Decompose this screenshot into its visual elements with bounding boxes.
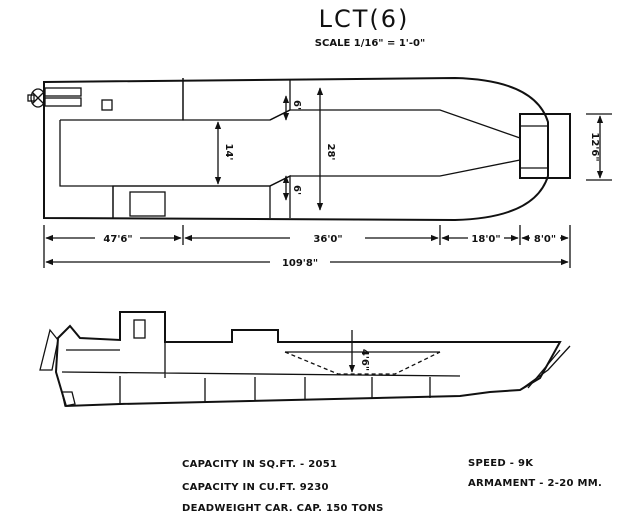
dim-ramp-width: 12'6"	[589, 132, 600, 161]
hull-outline-profile	[54, 311, 562, 408]
dim-beam-28: 28'	[325, 144, 336, 161]
hull-outline-plan	[43, 76, 549, 222]
hatch-bottom	[129, 191, 166, 217]
pilothouse-window	[133, 319, 146, 339]
dim-36-0: 36'0"	[313, 234, 342, 245]
profile-view	[39, 311, 571, 408]
dim-18-0: 18'0"	[471, 234, 500, 245]
hatch-top	[101, 99, 113, 111]
spec-cu-ft: CAPACITY IN CU.FT. 9230	[182, 482, 329, 493]
scale-note: SCALE 1/16" = 1'-0"	[315, 38, 425, 49]
deckhouse-bottom	[112, 174, 291, 218]
dim-8-0: 8'0"	[534, 234, 556, 245]
spec-sq-ft: CAPACITY IN SQ.FT. - 2051	[182, 459, 337, 470]
dim-overall: 109'8"	[282, 258, 318, 269]
dim-depth: 4'6"	[359, 349, 370, 371]
specifications: CAPACITY IN SQ.FT. - 2051 CAPACITY IN CU…	[182, 458, 602, 514]
length-dimensions	[43, 225, 571, 268]
cargo-well-profile	[284, 351, 441, 375]
dim-six-bottom: 6'	[291, 185, 302, 195]
spec-deadweight: DEADWEIGHT CAR. CAP. 150 TONS	[182, 503, 384, 514]
plan-view	[27, 76, 612, 222]
bow-ramp	[519, 113, 571, 179]
spec-speed: SPEED - 9K	[468, 458, 534, 469]
dim-47-6: 47'6"	[103, 234, 132, 245]
title: LCT(6)	[319, 5, 410, 33]
dim-six-top: 6'	[291, 100, 302, 110]
dim-beam-14: 14'	[223, 144, 234, 161]
stern-propellers	[27, 87, 82, 108]
spec-armament: ARMAMENT - 2-20 MM.	[468, 478, 602, 489]
deckhouse-top	[182, 78, 291, 121]
